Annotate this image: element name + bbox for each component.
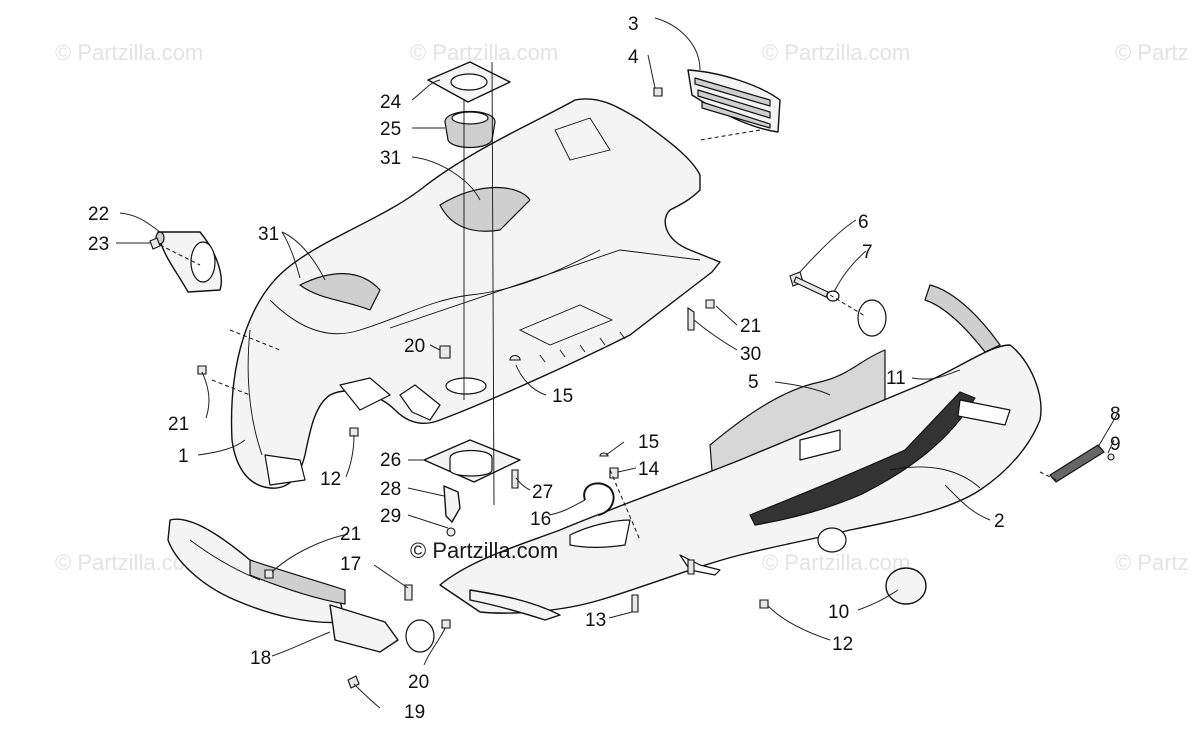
- leader-lines: [116, 17, 1119, 709]
- plate-grommet-part: [427, 61, 511, 149]
- callout-17: 17: [340, 554, 361, 575]
- callout-15: 15: [638, 432, 659, 453]
- callout-27: 27: [532, 482, 553, 503]
- callout-1: 1: [178, 446, 189, 467]
- callout-11: 11: [886, 368, 906, 389]
- lower-plate-part: [423, 439, 521, 483]
- watermark: © Partzilla.com: [410, 40, 558, 65]
- callout-labels: 3 4 24 25 31 22 23 31 20 15 21 1 12 26 2…: [88, 14, 1121, 723]
- washer-part: [405, 290, 887, 653]
- watermark: © Partz: [1115, 40, 1189, 65]
- fasteners: [149, 87, 1115, 689]
- callout-22: 22: [88, 204, 109, 225]
- callout-21: 21: [740, 316, 761, 337]
- boot-part: [155, 231, 222, 293]
- callout-9: 9: [1110, 434, 1121, 455]
- belly-pan-part: [230, 98, 721, 489]
- assembly-lines: [159, 61, 1057, 541]
- callout-3: 3: [628, 14, 639, 35]
- callout-18: 18: [250, 648, 271, 669]
- callout-24: 24: [380, 92, 402, 113]
- callout-26: 26: [380, 450, 401, 471]
- callout-14: 14: [638, 459, 660, 480]
- callout-10: 10: [828, 602, 849, 623]
- callout-20: 20: [408, 672, 429, 693]
- callout-21: 21: [168, 414, 189, 435]
- callout-6: 6: [858, 212, 869, 233]
- bracket-part: [443, 485, 461, 537]
- center-watermark: © Partzilla.com: [410, 538, 558, 563]
- watermark-layer: © Partzilla.com © Partzilla.com © Partzi…: [55, 40, 1189, 575]
- callout-21: 21: [340, 524, 361, 545]
- callout-7: 7: [862, 242, 873, 263]
- callout-29: 29: [380, 506, 401, 527]
- callout-25: 25: [380, 119, 401, 140]
- callout-20: 20: [404, 336, 425, 357]
- callout-4: 4: [628, 47, 639, 68]
- nose-pan-part: [439, 284, 1042, 621]
- vent-panel-part: [687, 69, 781, 133]
- callout-16: 16: [530, 509, 551, 530]
- callout-23: 23: [88, 234, 109, 255]
- callout-28: 28: [380, 479, 401, 500]
- callout-12: 12: [832, 634, 853, 655]
- callout-13: 13: [585, 610, 606, 631]
- decal-strip-part: [1049, 444, 1105, 483]
- watermark: © Partzilla.com: [762, 40, 910, 65]
- lower-bumper-part: [167, 518, 399, 653]
- clamp-part: [583, 482, 615, 516]
- watermark: © Partzilla.com: [762, 550, 910, 575]
- callout-30: 30: [740, 344, 761, 365]
- callout-31: 31: [380, 148, 401, 169]
- callout-8: 8: [1110, 404, 1121, 425]
- callout-5: 5: [748, 372, 759, 393]
- watermark: © Partzilla.com: [55, 40, 203, 65]
- emblem-part: [885, 567, 927, 605]
- callout-31: 31: [258, 224, 279, 245]
- watermark: © Partz: [1115, 550, 1189, 575]
- callout-19: 19: [404, 702, 425, 723]
- callout-12: 12: [320, 469, 341, 490]
- callout-2: 2: [994, 511, 1005, 532]
- callout-15: 15: [552, 386, 573, 407]
